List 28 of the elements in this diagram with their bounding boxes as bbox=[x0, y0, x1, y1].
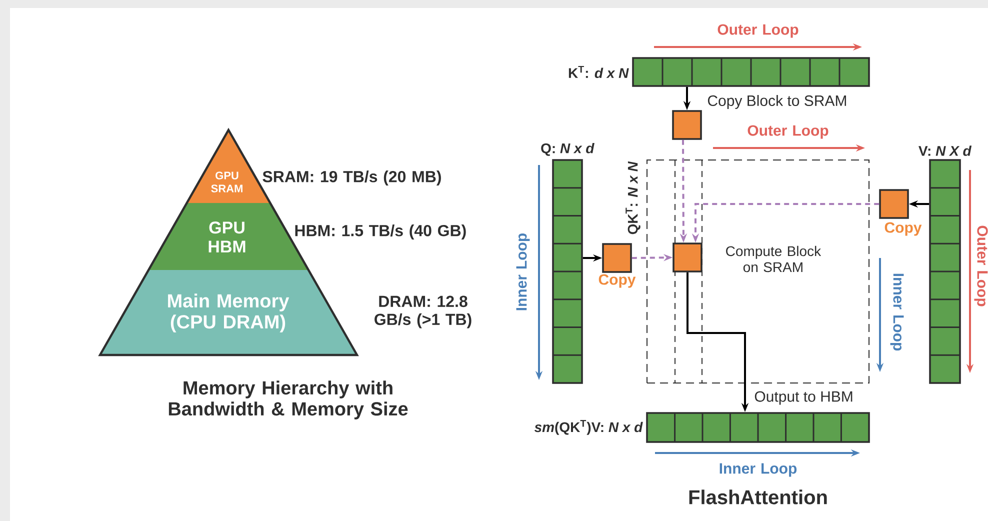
matrix-label: QK$^{T}$: N x N bbox=[626, 161, 640, 234]
node-label: K$^{T}$: d x N bbox=[568, 66, 629, 78]
loop-label: Outer Loop bbox=[718, 24, 798, 38]
sram-block bbox=[672, 110, 702, 140]
matrix-strip: Q: N x d bbox=[541, 143, 594, 384]
edge-label: Copy Block to SRAM bbox=[706, 94, 848, 110]
node-label: sm(QK$^{T}$)V: N x d bbox=[534, 420, 643, 435]
caption: Memory Hierarchy with Bandwidth & Memory Size bbox=[168, 380, 408, 420]
node-label: V: N X d bbox=[918, 146, 972, 156]
matrix-strip: sm(QK$^{T}$)V: N x d bbox=[534, 412, 870, 443]
loop-label: Outer Loop bbox=[748, 125, 828, 139]
dashed-region bbox=[646, 160, 870, 384]
block-caption: Copy bbox=[598, 274, 636, 288]
loop-label: Outer Loop bbox=[974, 226, 988, 306]
block-caption: Copy bbox=[884, 222, 922, 236]
matrix-strip: K$^{T}$: d x N bbox=[568, 57, 870, 87]
node-label: Q: N x d bbox=[541, 142, 594, 156]
sram-block bbox=[879, 189, 909, 219]
bandwidth-label: DRAM: 12.8 GB/s (>1 TB) bbox=[374, 296, 472, 328]
edge-label: Output to HBM bbox=[753, 390, 854, 406]
block-caption: Compute Block on SRAM bbox=[726, 246, 822, 272]
loop-label: Inner Loop bbox=[720, 463, 797, 477]
sram-block bbox=[672, 242, 702, 272]
pyramid-layer: Main Memory (CPU DRAM) bbox=[100, 270, 357, 355]
loop-label: Inner Loop bbox=[516, 233, 530, 310]
loop-label: Inner Loop bbox=[890, 274, 904, 351]
sram-block bbox=[602, 243, 632, 273]
caption: FlashAttention bbox=[689, 490, 827, 504]
